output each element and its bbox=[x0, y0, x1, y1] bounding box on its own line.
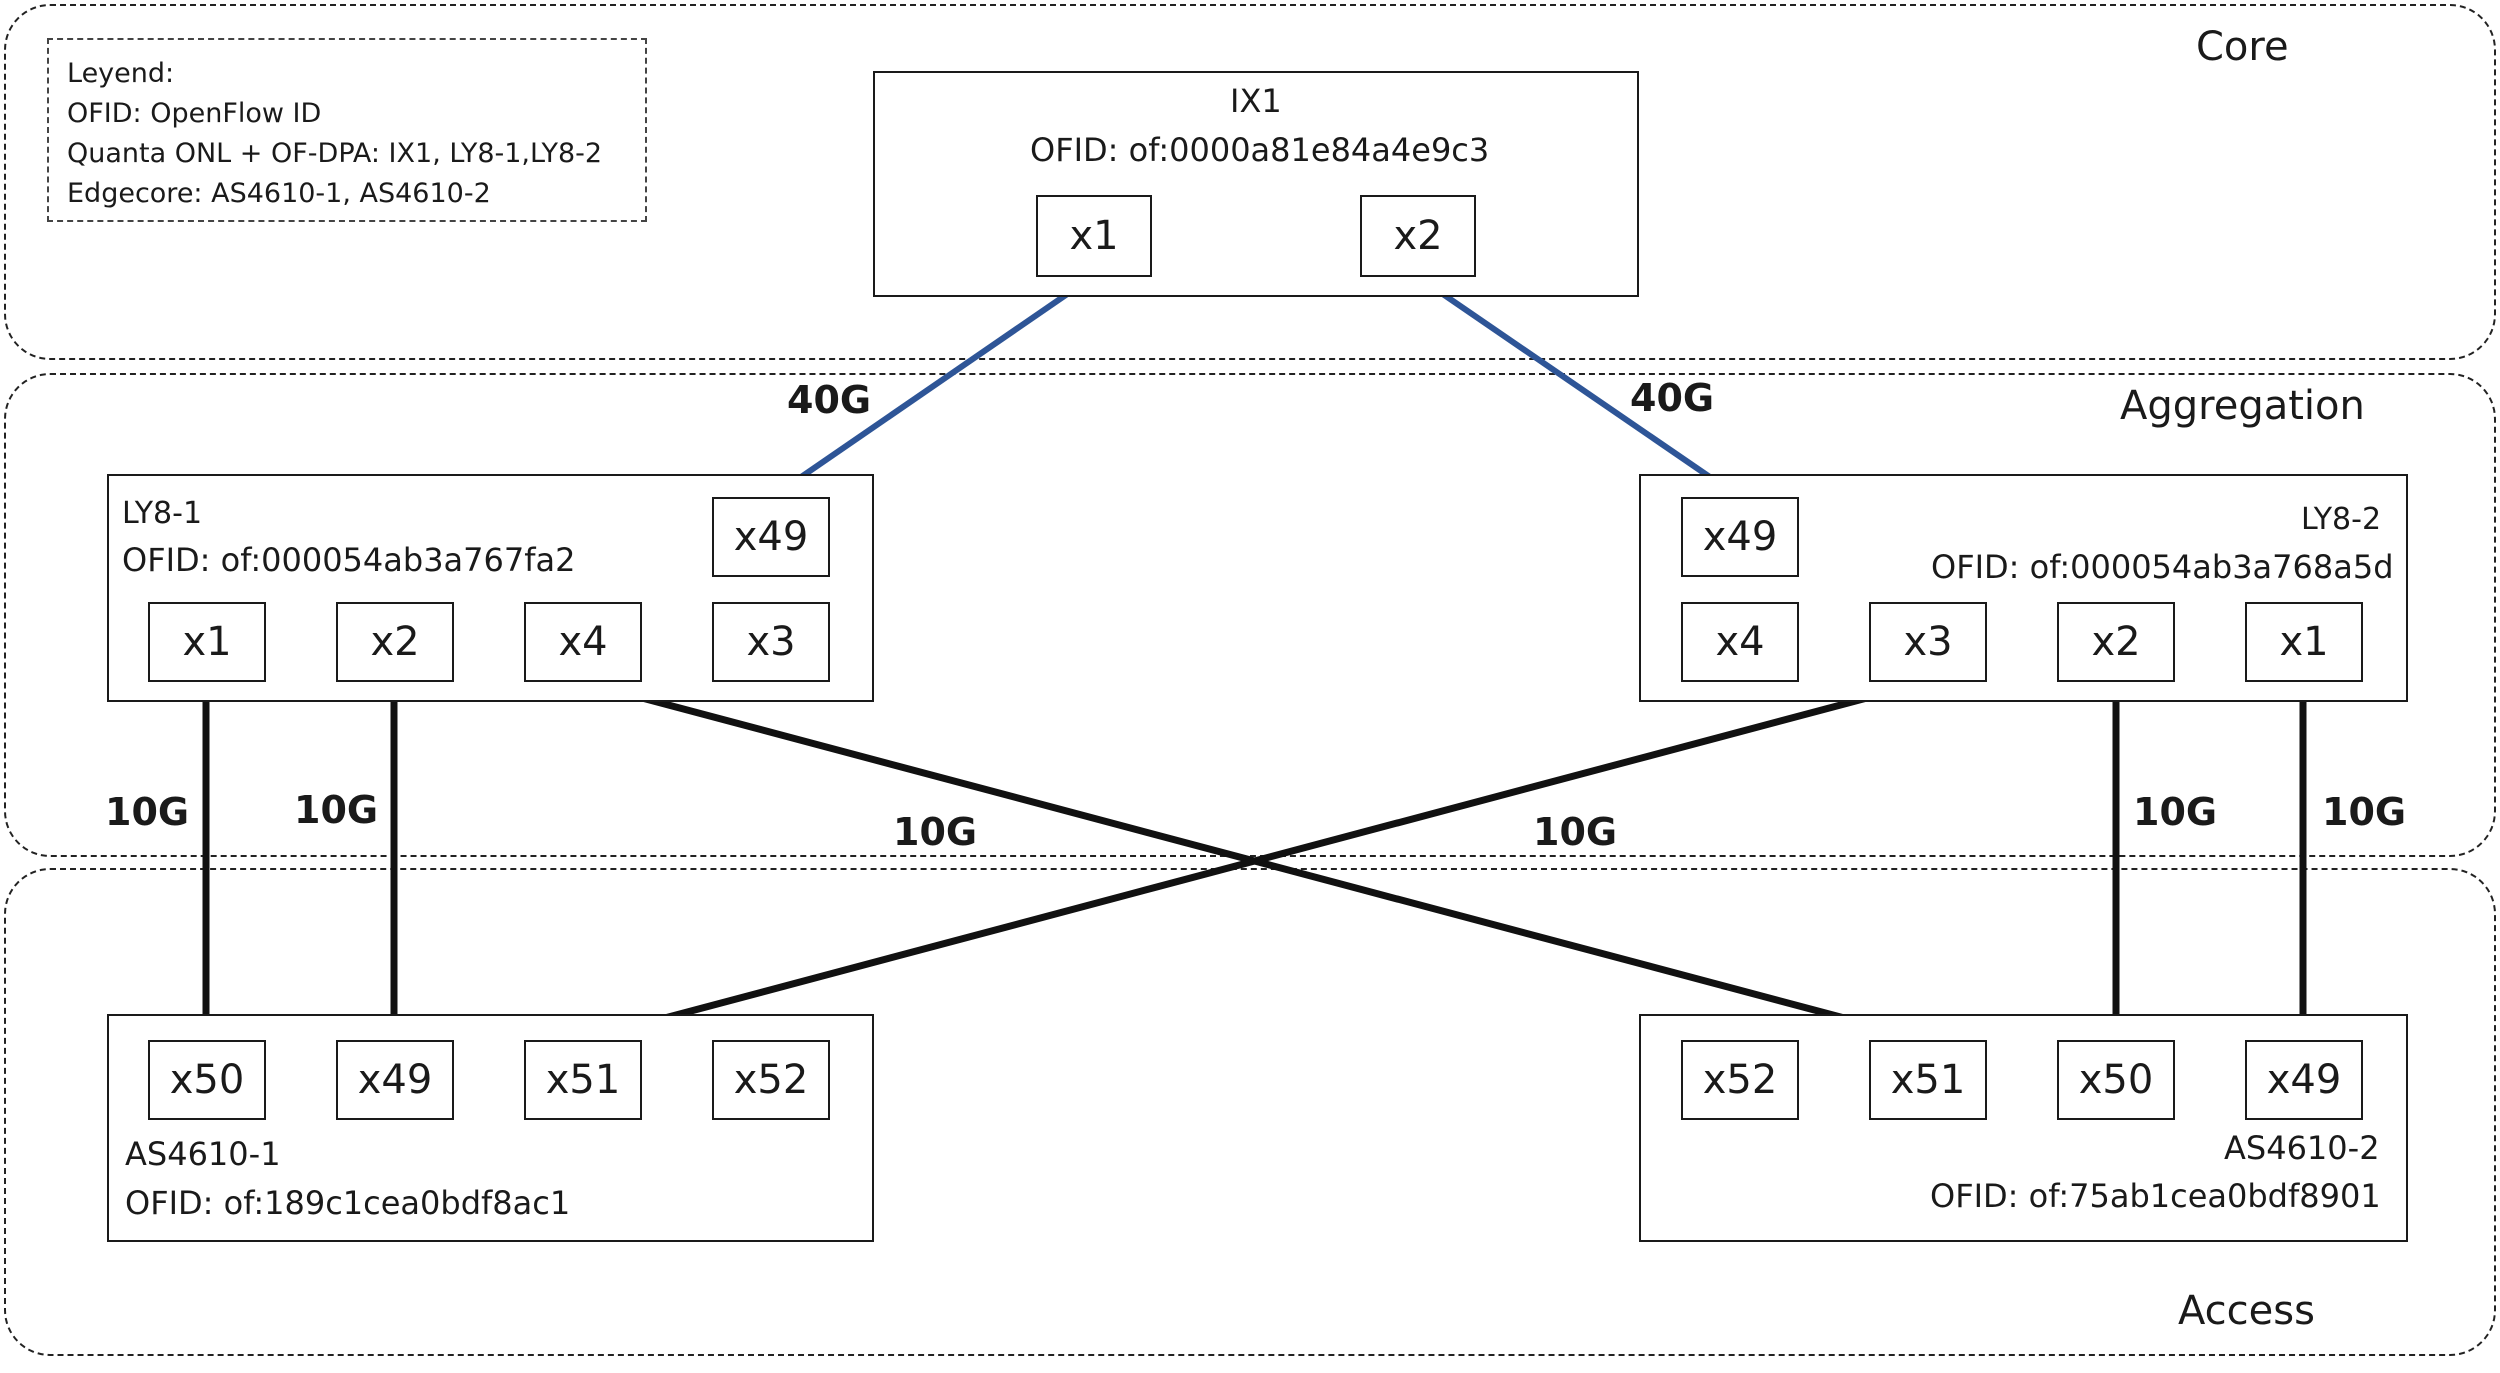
as4610-2-port-x51: x51 bbox=[1869, 1040, 1987, 1120]
ly8-1-port-x2: x2 bbox=[336, 602, 454, 682]
as4610-1-port-x50: x50 bbox=[148, 1040, 266, 1120]
ly8-2-port-x4: x4 bbox=[1681, 602, 1799, 682]
core-tier-label: Core bbox=[2196, 24, 2289, 70]
link-speed-ly8-2-x1: 10G bbox=[2322, 790, 2407, 834]
switch-ix1 bbox=[873, 71, 1639, 297]
link-speed-ly8-1-x4-cross: 10G bbox=[1533, 810, 1618, 854]
switch-ix1-name: IX1 bbox=[1230, 82, 1282, 120]
aggregation-tier bbox=[4, 373, 2496, 857]
as4610-1-port-x49: x49 bbox=[336, 1040, 454, 1120]
legend-title: Leyend: bbox=[67, 58, 175, 89]
legend-box: Leyend: OFID: OpenFlow ID Quanta ONL + O… bbox=[47, 38, 647, 222]
link-speed-ly8-1-x1: 10G bbox=[105, 790, 190, 834]
core-tier bbox=[4, 4, 2496, 360]
legend-line-quanta: Quanta ONL + OF-DPA: IX1, LY8-1,LY8-2 bbox=[67, 138, 603, 169]
as4610-1-port-x52: x52 bbox=[712, 1040, 830, 1120]
switch-ly8-1-ofid: OFID: of:000054ab3a767fa2 bbox=[122, 541, 576, 579]
switch-ly8-1-name: LY8-1 bbox=[122, 496, 203, 531]
link-speed-ix1-ly8-1: 40G bbox=[787, 378, 872, 422]
switch-as4610-2-ofid: OFID: of:75ab1cea0bdf8901 bbox=[1930, 1177, 2381, 1215]
link-speed-ly8-1-x2: 10G bbox=[294, 788, 379, 832]
link-speed-ly8-2-x2: 10G bbox=[2133, 790, 2218, 834]
as4610-2-port-x50: x50 bbox=[2057, 1040, 2175, 1120]
access-tier-label: Access bbox=[2178, 1288, 2315, 1334]
link-ly8-2-x3-as1-x51 bbox=[581, 678, 1928, 1044]
ly8-2-port-x1: x1 bbox=[2245, 602, 2363, 682]
link-ix1-x2-ly8-2-x49 bbox=[1416, 274, 1741, 500]
as4610-2-port-x52: x52 bbox=[1681, 1040, 1799, 1120]
switch-ly8-2-name: LY8-2 bbox=[2301, 502, 2382, 537]
switch-ly8-2-ofid: OFID: of:000054ab3a768a5d bbox=[1931, 548, 2394, 586]
switch-as4610-2-name: AS4610-2 bbox=[2224, 1129, 2380, 1167]
switch-as4610-1-name: AS4610-1 bbox=[125, 1135, 281, 1173]
ly8-1-port-x1: x1 bbox=[148, 602, 266, 682]
switch-as4610-1-ofid: OFID: of:189c1cea0bdf8ac1 bbox=[125, 1184, 571, 1222]
link-speed-ix1-ly8-2: 40G bbox=[1630, 376, 1715, 420]
legend-line-edgecore: Edgecore: AS4610-1, AS4610-2 bbox=[67, 178, 491, 209]
switch-ix1-ofid: OFID: of:0000a81e84a4e9c3 bbox=[1030, 131, 1490, 169]
ly8-2-port-x3: x3 bbox=[1869, 602, 1987, 682]
link-ix1-x1-ly8-1-x49 bbox=[770, 274, 1094, 500]
ix1-port-x1: x1 bbox=[1036, 195, 1152, 277]
ly8-1-port-x4: x4 bbox=[524, 602, 642, 682]
ly8-2-port-x49: x49 bbox=[1681, 497, 1799, 577]
ly8-1-port-x49: x49 bbox=[712, 497, 830, 577]
link-speed-ly8-2-x3-cross: 10G bbox=[893, 810, 978, 854]
as4610-1-port-x51: x51 bbox=[524, 1040, 642, 1120]
aggregation-tier-label: Aggregation bbox=[2120, 383, 2365, 429]
legend-line-ofid: OFID: OpenFlow ID bbox=[67, 98, 322, 129]
ix1-port-x2: x2 bbox=[1360, 195, 1476, 277]
as4610-2-port-x49: x49 bbox=[2245, 1040, 2363, 1120]
ly8-1-port-x3: x3 bbox=[712, 602, 830, 682]
ly8-2-port-x2: x2 bbox=[2057, 602, 2175, 682]
access-tier bbox=[4, 868, 2496, 1356]
